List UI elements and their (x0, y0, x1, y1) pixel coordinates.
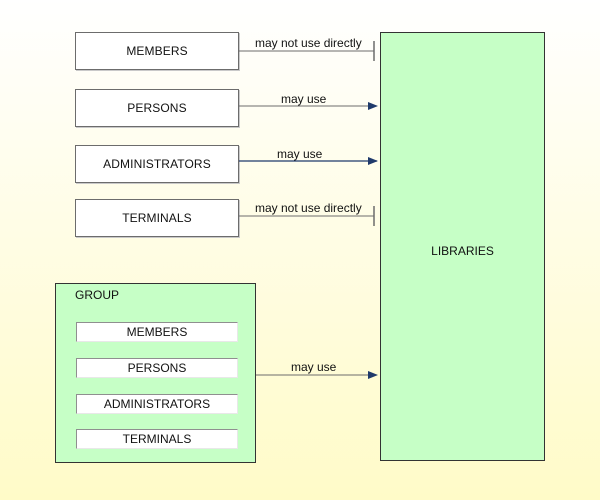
members-box: MEMBERS (75, 32, 239, 70)
administrators-box: ADMINISTRATORS (75, 145, 239, 183)
group-administrators-item: ADMINISTRATORS (76, 394, 238, 414)
persons-relation-label: may use (281, 92, 327, 106)
group-title: GROUP (75, 288, 120, 302)
administrators-relation-label: may use (277, 147, 323, 161)
terminals-relation-label: may not use directly (255, 201, 362, 215)
group-relation-label: may use (291, 360, 337, 374)
persons-box: PERSONS (75, 89, 239, 127)
libraries-box (380, 32, 545, 461)
group-terminals-item: TERMINALS (76, 429, 238, 449)
terminals-blocked-connector (239, 206, 375, 226)
terminals-box: TERMINALS (75, 199, 239, 237)
members-blocked-connector (239, 41, 375, 61)
group-members-item: MEMBERS (76, 322, 238, 342)
libraries-label: LIBRARIES (431, 244, 494, 258)
members-relation-label: may not use directly (255, 36, 362, 50)
group-persons-item: PERSONS (76, 358, 238, 378)
